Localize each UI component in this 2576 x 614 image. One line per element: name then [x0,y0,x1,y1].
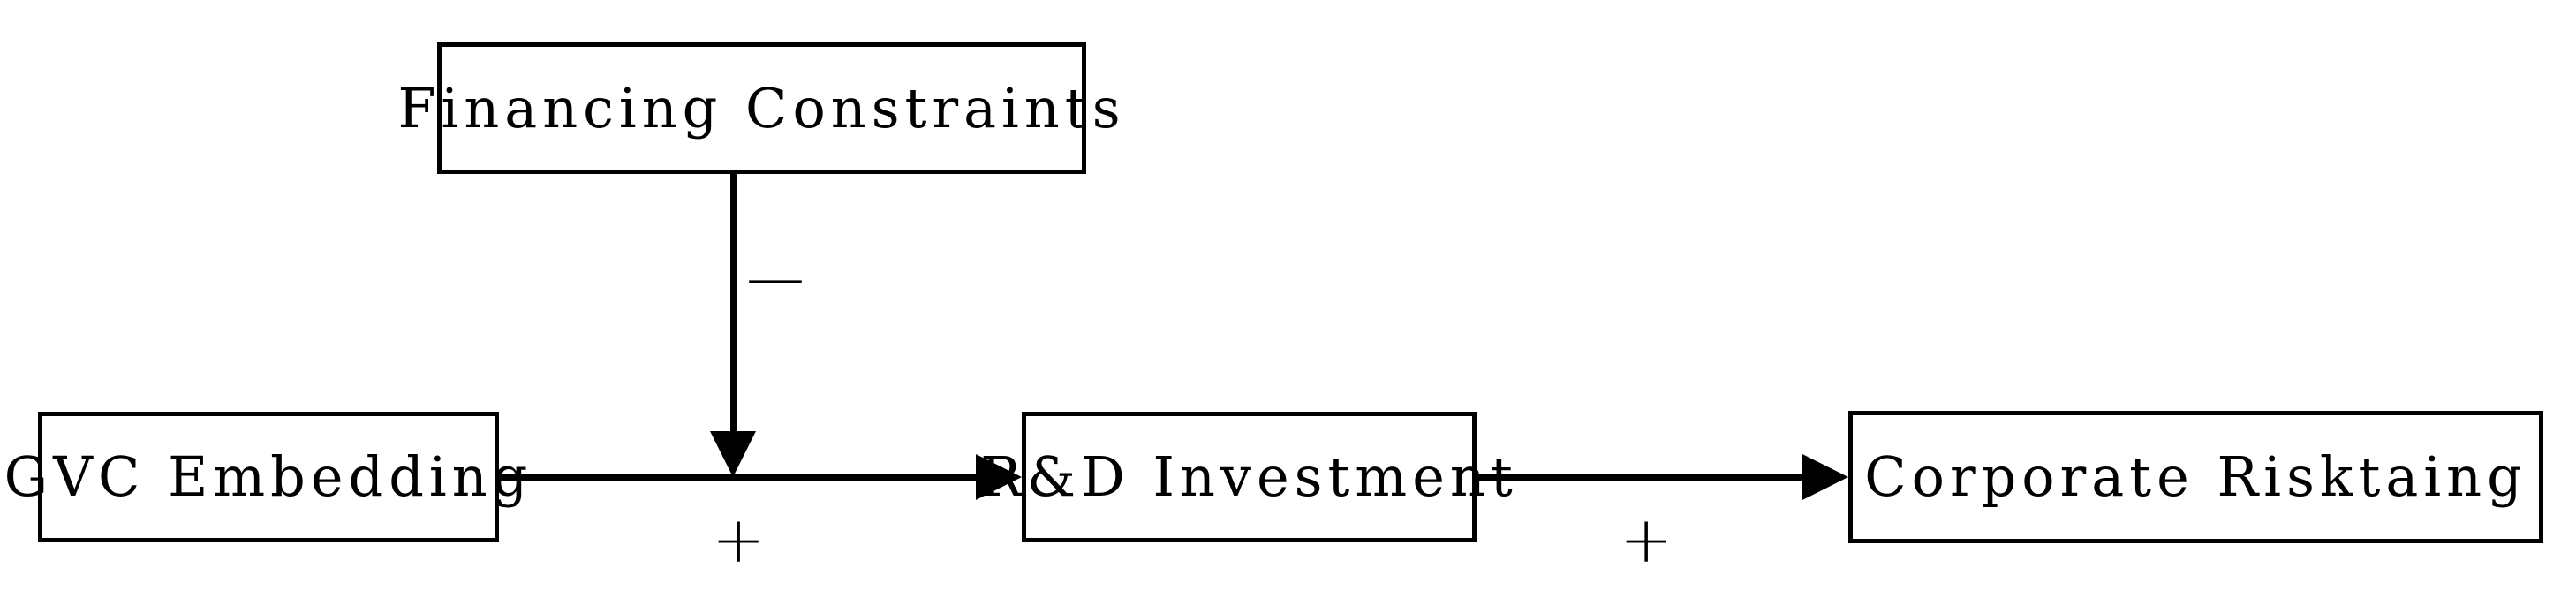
edge-line-gvc-to-rd [499,474,980,481]
node-label-financing-constraints: Financing Constraints [397,75,1126,140]
edge-line-financing-constraints-moderation [730,174,737,432]
edge-sign-financing-constraints: — [746,244,805,312]
node-box-corporate-risktaking[interactable]: Corporate Risktaing [1848,411,2543,543]
node-label-gvc-embedding: GVC Embedding [4,444,533,509]
node-label-corporate-risktaking: Corporate Risktaing [1864,444,2527,509]
node-box-gvc-embedding[interactable]: GVC Embedding [4,412,527,542]
node-box-rd-investment[interactable]: R&D Investment [980,412,1513,542]
node-label-rd-investment: R&D Investment [980,444,1518,509]
node-box-financing-constraints[interactable]: Financing Constraints [397,42,1121,174]
edge-sign-gvc-to-rd: + [712,503,766,577]
arrowhead-down-icon-financing-constraints [710,431,756,477]
edge-line-rd-to-corp [1477,474,1803,481]
arrowhead-right-icon-rd-to-corp [1802,454,1848,500]
arrowhead-right-icon-gvc-to-rd [976,454,1022,500]
edge-sign-rd-to-corp: + [1620,503,1673,577]
